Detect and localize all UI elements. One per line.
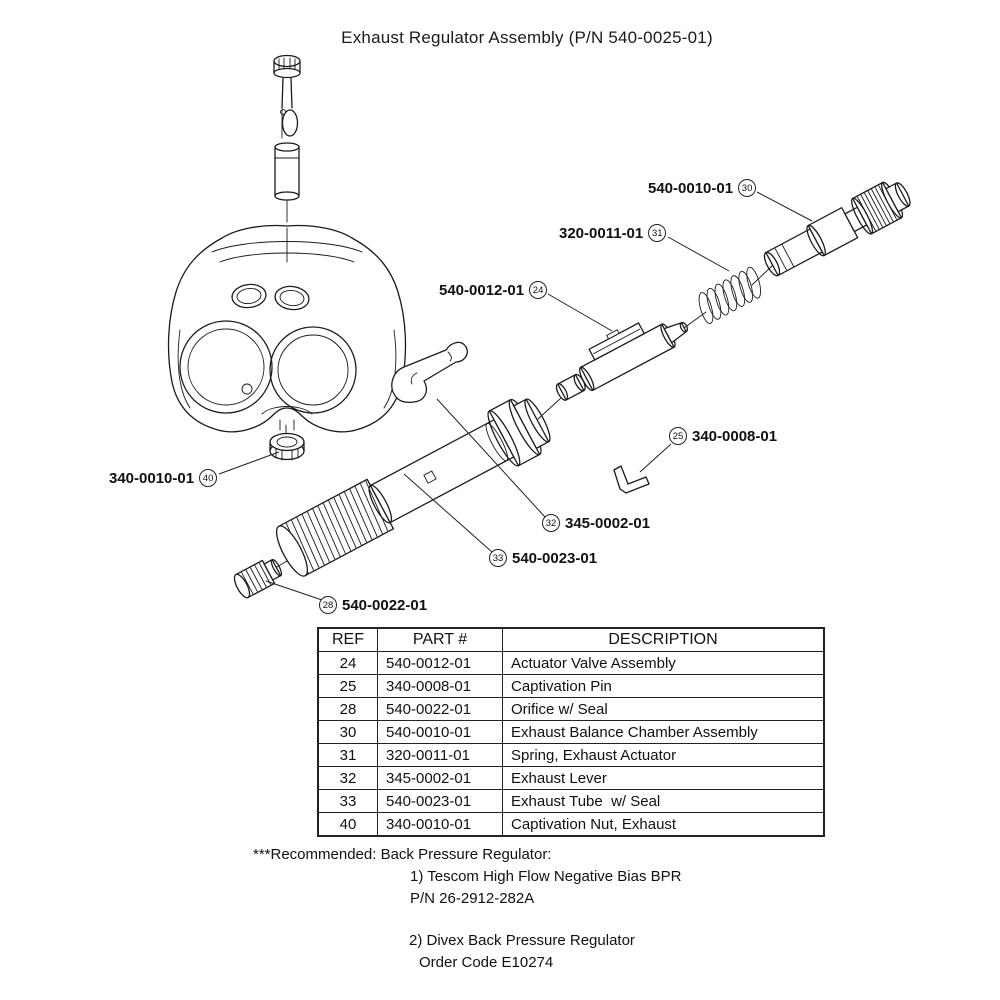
note-option2-line2: Order Code E10274 — [419, 954, 554, 971]
diagram-title: Exhaust Regulator Assembly (P/N 540-0025… — [341, 28, 713, 47]
ref-cell: 25 — [317, 674, 378, 698]
part-number-cell: 540-0010-01 — [377, 720, 503, 744]
callout-ref-bubble: 32 — [542, 514, 560, 532]
description-cell: Orifice w/ Seal — [502, 697, 825, 721]
callout-part-number: 540-0012-01 — [439, 281, 525, 299]
callout-part-33: 33 540-0023-01 — [489, 549, 597, 567]
callout-part-number: 540-0022-01 — [342, 596, 428, 614]
callout-part-number: 320-0011-01 — [559, 224, 644, 242]
part-spring — [698, 266, 762, 324]
part-orifice — [233, 558, 283, 599]
table-header-row: REF PART # DESCRIPTION — [317, 627, 825, 652]
callout-part-30: 540-0010-01 30 — [648, 179, 757, 197]
part-balance-chamber — [763, 181, 911, 277]
part-exhaust-lever — [391, 341, 468, 403]
part-number-cell: 345-0002-01 — [377, 766, 503, 790]
callout-part-24: 540-0012-01 24 — [439, 281, 548, 299]
part-number-cell: 340-0010-01 — [377, 812, 503, 837]
note-option1-line1: 1) Tescom High Flow Negative Bias BPR — [410, 868, 682, 885]
ref-cell: 32 — [317, 766, 378, 790]
callout-part-number: 340-0008-01 — [692, 427, 778, 445]
callout-ref-bubble: 28 — [319, 596, 337, 614]
note-option1-line2: P/N 26-2912-282A — [410, 890, 535, 907]
note-option2-line1: 2) Divex Back Pressure Regulator — [409, 932, 635, 949]
part-actuator-valve — [555, 321, 689, 401]
callout-ref-bubble: 25 — [669, 427, 687, 445]
callout-part-31: 320-0011-01 31 — [559, 224, 667, 242]
callout-ref-bubble: 33 — [489, 549, 507, 567]
part-number-cell: 540-0022-01 — [377, 697, 503, 721]
part-number-cell: 340-0008-01 — [377, 674, 503, 698]
description-cell: Captivation Nut, Exhaust — [502, 812, 825, 837]
description-cell: Exhaust Lever — [502, 766, 825, 790]
callout-part-number: 540-0010-01 — [648, 179, 734, 197]
part-number-cell: 320-0011-01 — [377, 743, 503, 767]
callout-part-number: 345-0002-01 — [565, 514, 651, 532]
callout-part-40: 340-0010-01 40 — [109, 469, 218, 487]
ref-cell: 30 — [317, 720, 378, 744]
table-row: 31 320-0011-01 Spring, Exhaust Actuator — [317, 743, 825, 767]
parts-table: REF PART # DESCRIPTION 24 540-0012-01 Ac… — [317, 627, 825, 837]
table-row: 24 540-0012-01 Actuator Valve Assembly — [317, 651, 825, 675]
callout-ref-bubble: 31 — [648, 224, 667, 242]
callout-part-32: 32 345-0002-01 — [542, 514, 650, 532]
part-number-cell: 540-0023-01 — [377, 789, 503, 813]
table-row: 33 540-0023-01 Exhaust Tube w/ Seal — [317, 789, 825, 813]
callout-ref-bubble: 24 — [529, 281, 548, 299]
ref-cell: 31 — [317, 743, 378, 767]
description-header: DESCRIPTION — [502, 627, 825, 652]
description-cell: Actuator Valve Assembly — [502, 651, 825, 675]
callout-ref-bubble: 30 — [738, 179, 757, 197]
callout-part-number: 340-0010-01 — [109, 469, 195, 487]
callout-part-25: 25 340-0008-01 — [669, 427, 777, 445]
callout-part-28: 28 540-0022-01 — [319, 596, 427, 614]
ref-cell: 24 — [317, 651, 378, 675]
description-cell: Exhaust Balance Chamber Assembly — [502, 720, 825, 744]
table-row: 40 340-0010-01 Captivation Nut, Exhaust — [317, 812, 825, 837]
callout-leader-lines — [218, 191, 813, 601]
table-row: 25 340-0008-01 Captivation Pin — [317, 674, 825, 698]
part-exhaust-tube — [275, 398, 551, 577]
callout-part-number: 540-0023-01 — [512, 549, 598, 567]
note-recommended: ***Recommended: Back Pressure Regulator: — [253, 846, 552, 863]
table-row: 30 540-0010-01 Exhaust Balance Chamber A… — [317, 720, 825, 744]
part-number-cell: 540-0012-01 — [377, 651, 503, 675]
table-row: 28 540-0022-01 Orifice w/ Seal — [317, 697, 825, 721]
part-number-header: PART # — [377, 627, 503, 652]
ref-header: REF — [317, 627, 378, 652]
ref-cell: 33 — [317, 789, 378, 813]
part-captivation-pin — [613, 465, 650, 494]
mask-drawing — [167, 54, 407, 433]
ref-cell: 40 — [317, 812, 378, 837]
callout-ref-bubble: 40 — [199, 469, 218, 487]
description-cell: Exhaust Tube w/ Seal — [502, 789, 825, 813]
table-row: 32 345-0002-01 Exhaust Lever — [317, 766, 825, 790]
ref-cell: 28 — [317, 697, 378, 721]
part-captivation-nut — [269, 432, 305, 461]
description-cell: Captivation Pin — [502, 674, 825, 698]
description-cell: Spring, Exhaust Actuator — [502, 743, 825, 767]
